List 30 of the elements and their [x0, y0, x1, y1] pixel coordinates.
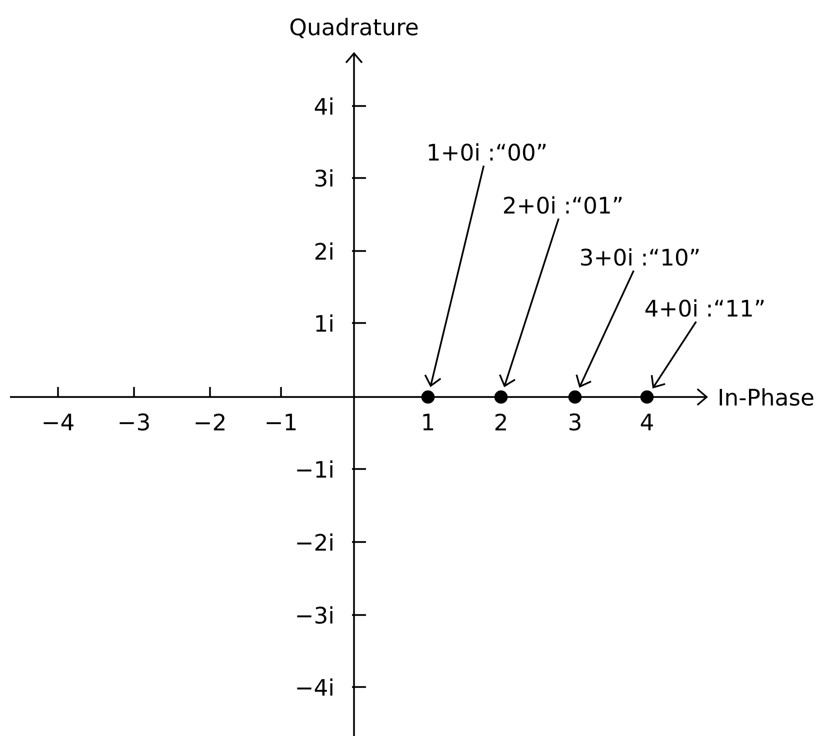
tick-label: −3 [120, 413, 149, 431]
point-label: 3+0i :“10” [581, 248, 699, 266]
tick-label: −1 [266, 414, 296, 430]
tick-label: 2i [315, 242, 332, 260]
leader-arrow [576, 270, 634, 388]
tick-label: −4i [297, 678, 332, 696]
tick-label: 2 [495, 414, 506, 430]
tick-label: 4 [640, 414, 653, 430]
tick-label: 1i [316, 314, 332, 332]
tick-label: −1i [297, 460, 332, 478]
constellation-point [421, 390, 435, 404]
constellation-point [640, 390, 654, 404]
tick-label: 3i [315, 169, 332, 187]
leader-arrow [650, 321, 697, 388]
tick-label: −2i [297, 533, 332, 551]
axis-title: Quadrature [290, 18, 418, 38]
point-label: 2+0i :“01” [504, 196, 622, 214]
tick-label: 3 [570, 413, 580, 431]
leader-arrow [424, 165, 485, 388]
constellation-point [494, 390, 508, 404]
tick-label: −3i [297, 606, 332, 624]
tick-label: −2 [196, 414, 224, 430]
axis-title: In-Phase [720, 388, 814, 406]
tick-label: 1 [423, 414, 434, 430]
tick-label: −4 [44, 414, 74, 430]
point-label: 4+0i :“11” [645, 299, 764, 317]
constellation-point [568, 390, 582, 404]
point-label: 1+0i :“00” [428, 143, 546, 161]
tick-label: 4i [314, 97, 332, 115]
leader-arrow [499, 218, 560, 388]
